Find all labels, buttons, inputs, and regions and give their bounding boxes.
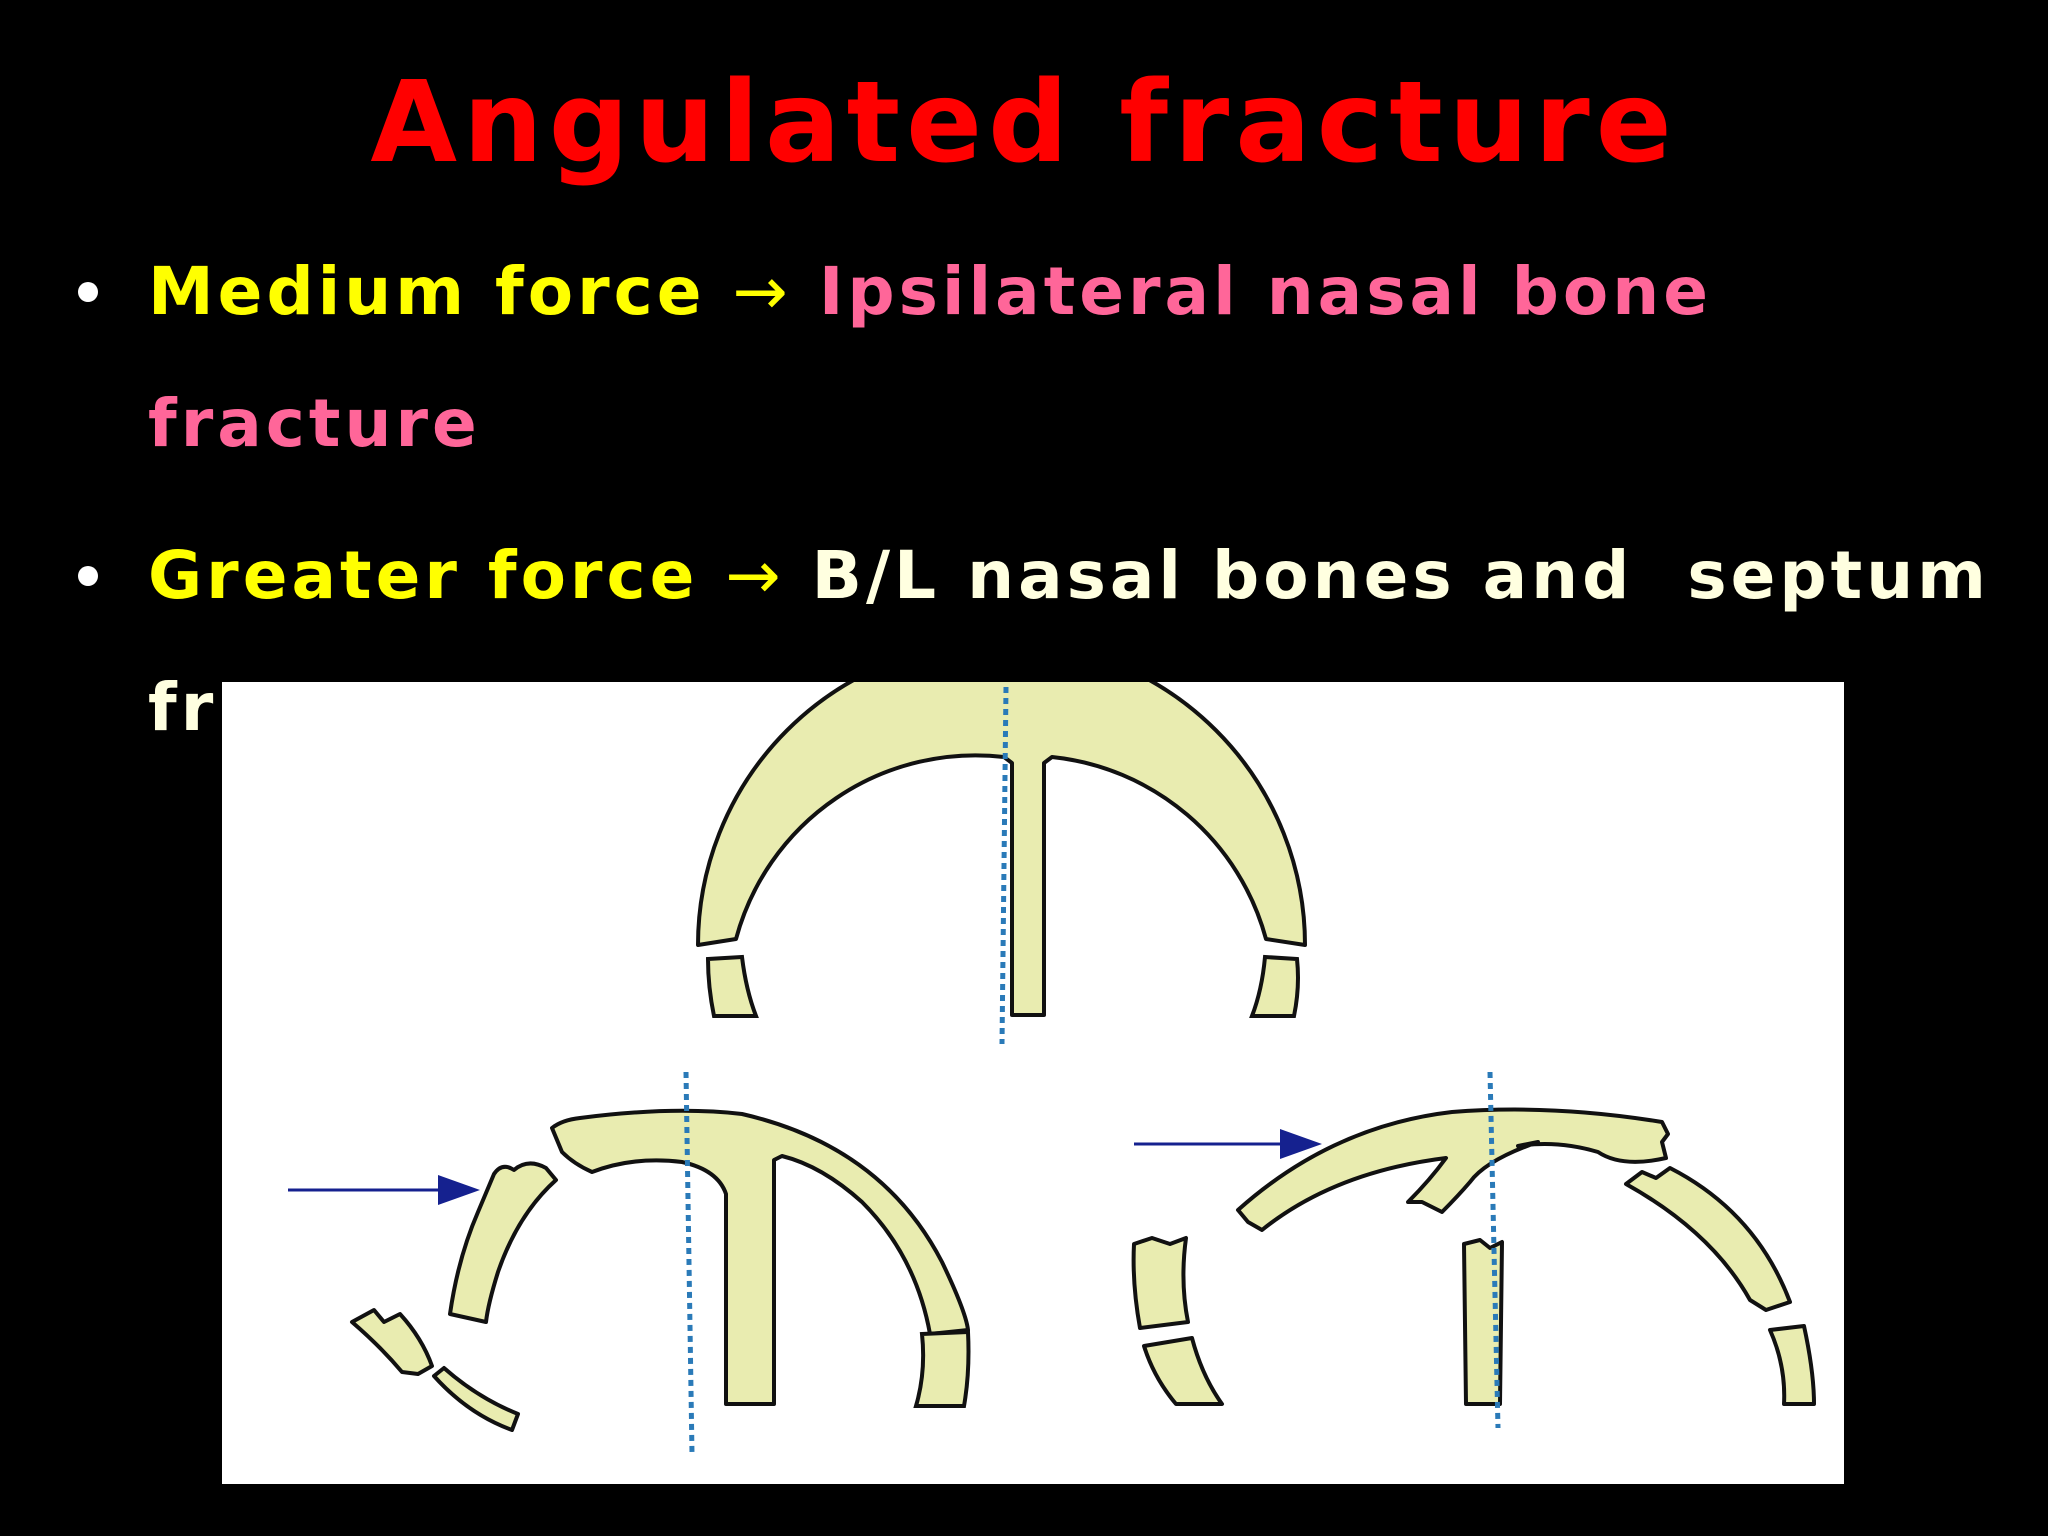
fracture-diagram: [222, 682, 1844, 1484]
bullet-1-line-1: Medium force → Ipsilateral nasal bone: [148, 252, 1712, 332]
unilateral-fracture: [288, 1071, 971, 1455]
bullet-2-arrow: →: [725, 537, 785, 614]
slide-title: Angulated fracture: [370, 58, 1678, 188]
bullet-2-line-1: Greater force → B/L nasal bones and sept…: [148, 536, 1990, 616]
bullet-dot-1: [78, 282, 98, 302]
bilateral-left-maxilla-lower: [1142, 1336, 1224, 1406]
bilateral-right-nasal-fragment: [1624, 1166, 1792, 1312]
normal-midline: [999, 686, 1009, 1045]
bilateral-fracture: [1131, 1071, 1816, 1429]
normal-nasal-bones-arch: [696, 682, 1307, 1017]
bilateral-right-maxilla: [1768, 1324, 1816, 1406]
fracture-diagram-svg: [288, 682, 1816, 1455]
bilateral-midline: [1487, 1071, 1501, 1429]
normal-right-maxilla: [1249, 954, 1300, 1018]
bullet-2-line-2: fr: [148, 668, 217, 748]
bullet-2-result: B/L nasal bones and septum: [811, 537, 1990, 614]
normal-nasal-vault: [696, 682, 1307, 1045]
bullet-1-result-continued: fracture: [148, 385, 481, 462]
normal-left-maxilla: [705, 954, 759, 1018]
bilateral-displaced-bones-and-septum: [1236, 1107, 1670, 1232]
unilateral-displaced-fragment-upper: [448, 1161, 558, 1324]
unilateral-maxilla-fragment: [432, 1366, 520, 1432]
unilateral-right-maxilla: [913, 1329, 971, 1408]
unilateral-intact-bone-and-septum: [550, 1108, 970, 1406]
bullet-2-result-continued: fr: [148, 669, 218, 746]
bullet-1-result: Ipsilateral nasal bone: [818, 253, 1712, 330]
bilateral-left-maxilla-upper: [1131, 1236, 1190, 1330]
bullet-1-line-2: fracture: [148, 384, 481, 464]
bullet-dot-2: [78, 566, 98, 586]
unilateral-displaced-fragment-lower: [350, 1308, 434, 1376]
bullet-1-force: Medium force: [148, 253, 706, 330]
bullet-2-force: Greater force: [148, 537, 699, 614]
unilateral-midline: [683, 1071, 695, 1455]
bullet-1-arrow: →: [732, 253, 792, 330]
